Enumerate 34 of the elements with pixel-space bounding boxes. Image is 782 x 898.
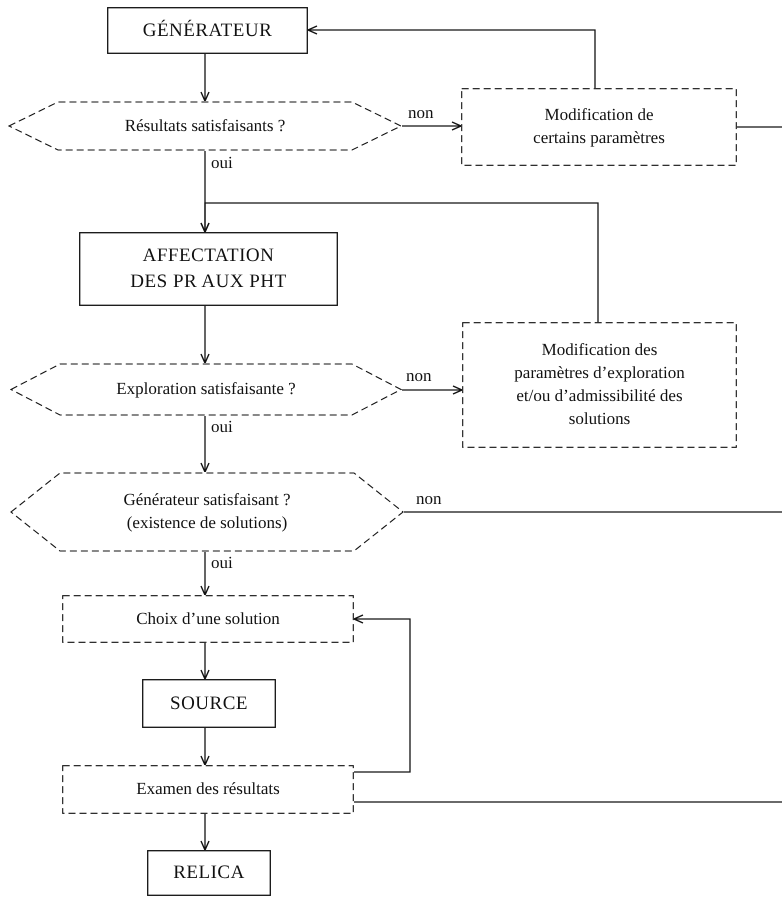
node-text: Exploration satisfaisante ? xyxy=(116,378,296,400)
arrow xyxy=(402,121,462,131)
dashed-process-box xyxy=(62,765,354,814)
arrow xyxy=(200,728,210,766)
dashed-process-box xyxy=(462,322,737,448)
node-text: Modification des paramètres d’exploration et/ou d’admissibilité des solutions xyxy=(513,339,686,430)
node-text: Générateur satisfaisant ? (existence de solutions) xyxy=(122,489,292,534)
node-text: GÉNÉRATEUR xyxy=(142,18,272,43)
arrow xyxy=(200,814,210,851)
node-text: SOURCE xyxy=(170,692,248,716)
process-box xyxy=(142,679,276,728)
decision-hexagon xyxy=(10,363,402,416)
node-text: Choix d’une solution xyxy=(136,608,280,630)
process-box xyxy=(147,850,271,896)
arrow xyxy=(200,202,599,322)
arrow xyxy=(200,552,210,596)
node-text: AFFECTATION DES PR AUX PHT xyxy=(129,244,288,294)
process-box xyxy=(79,232,338,306)
dashed-process-box xyxy=(62,595,354,643)
arrow xyxy=(200,643,210,680)
arrow xyxy=(307,25,596,88)
node-text: Examen des résultats xyxy=(136,778,280,800)
arrow xyxy=(200,54,210,102)
decision-hexagon xyxy=(8,101,402,151)
arrow xyxy=(200,306,210,364)
process-box xyxy=(107,7,308,54)
dashed-process-box xyxy=(461,88,737,166)
arrow xyxy=(353,614,411,773)
arrow xyxy=(402,385,463,395)
node-text: Modification de certains paramètres xyxy=(532,104,666,149)
node-text: Résultats satisfaisants ? xyxy=(124,114,286,137)
arrow xyxy=(200,416,210,473)
decision-hexagon xyxy=(10,472,404,552)
node-text: RELICA xyxy=(173,861,245,886)
